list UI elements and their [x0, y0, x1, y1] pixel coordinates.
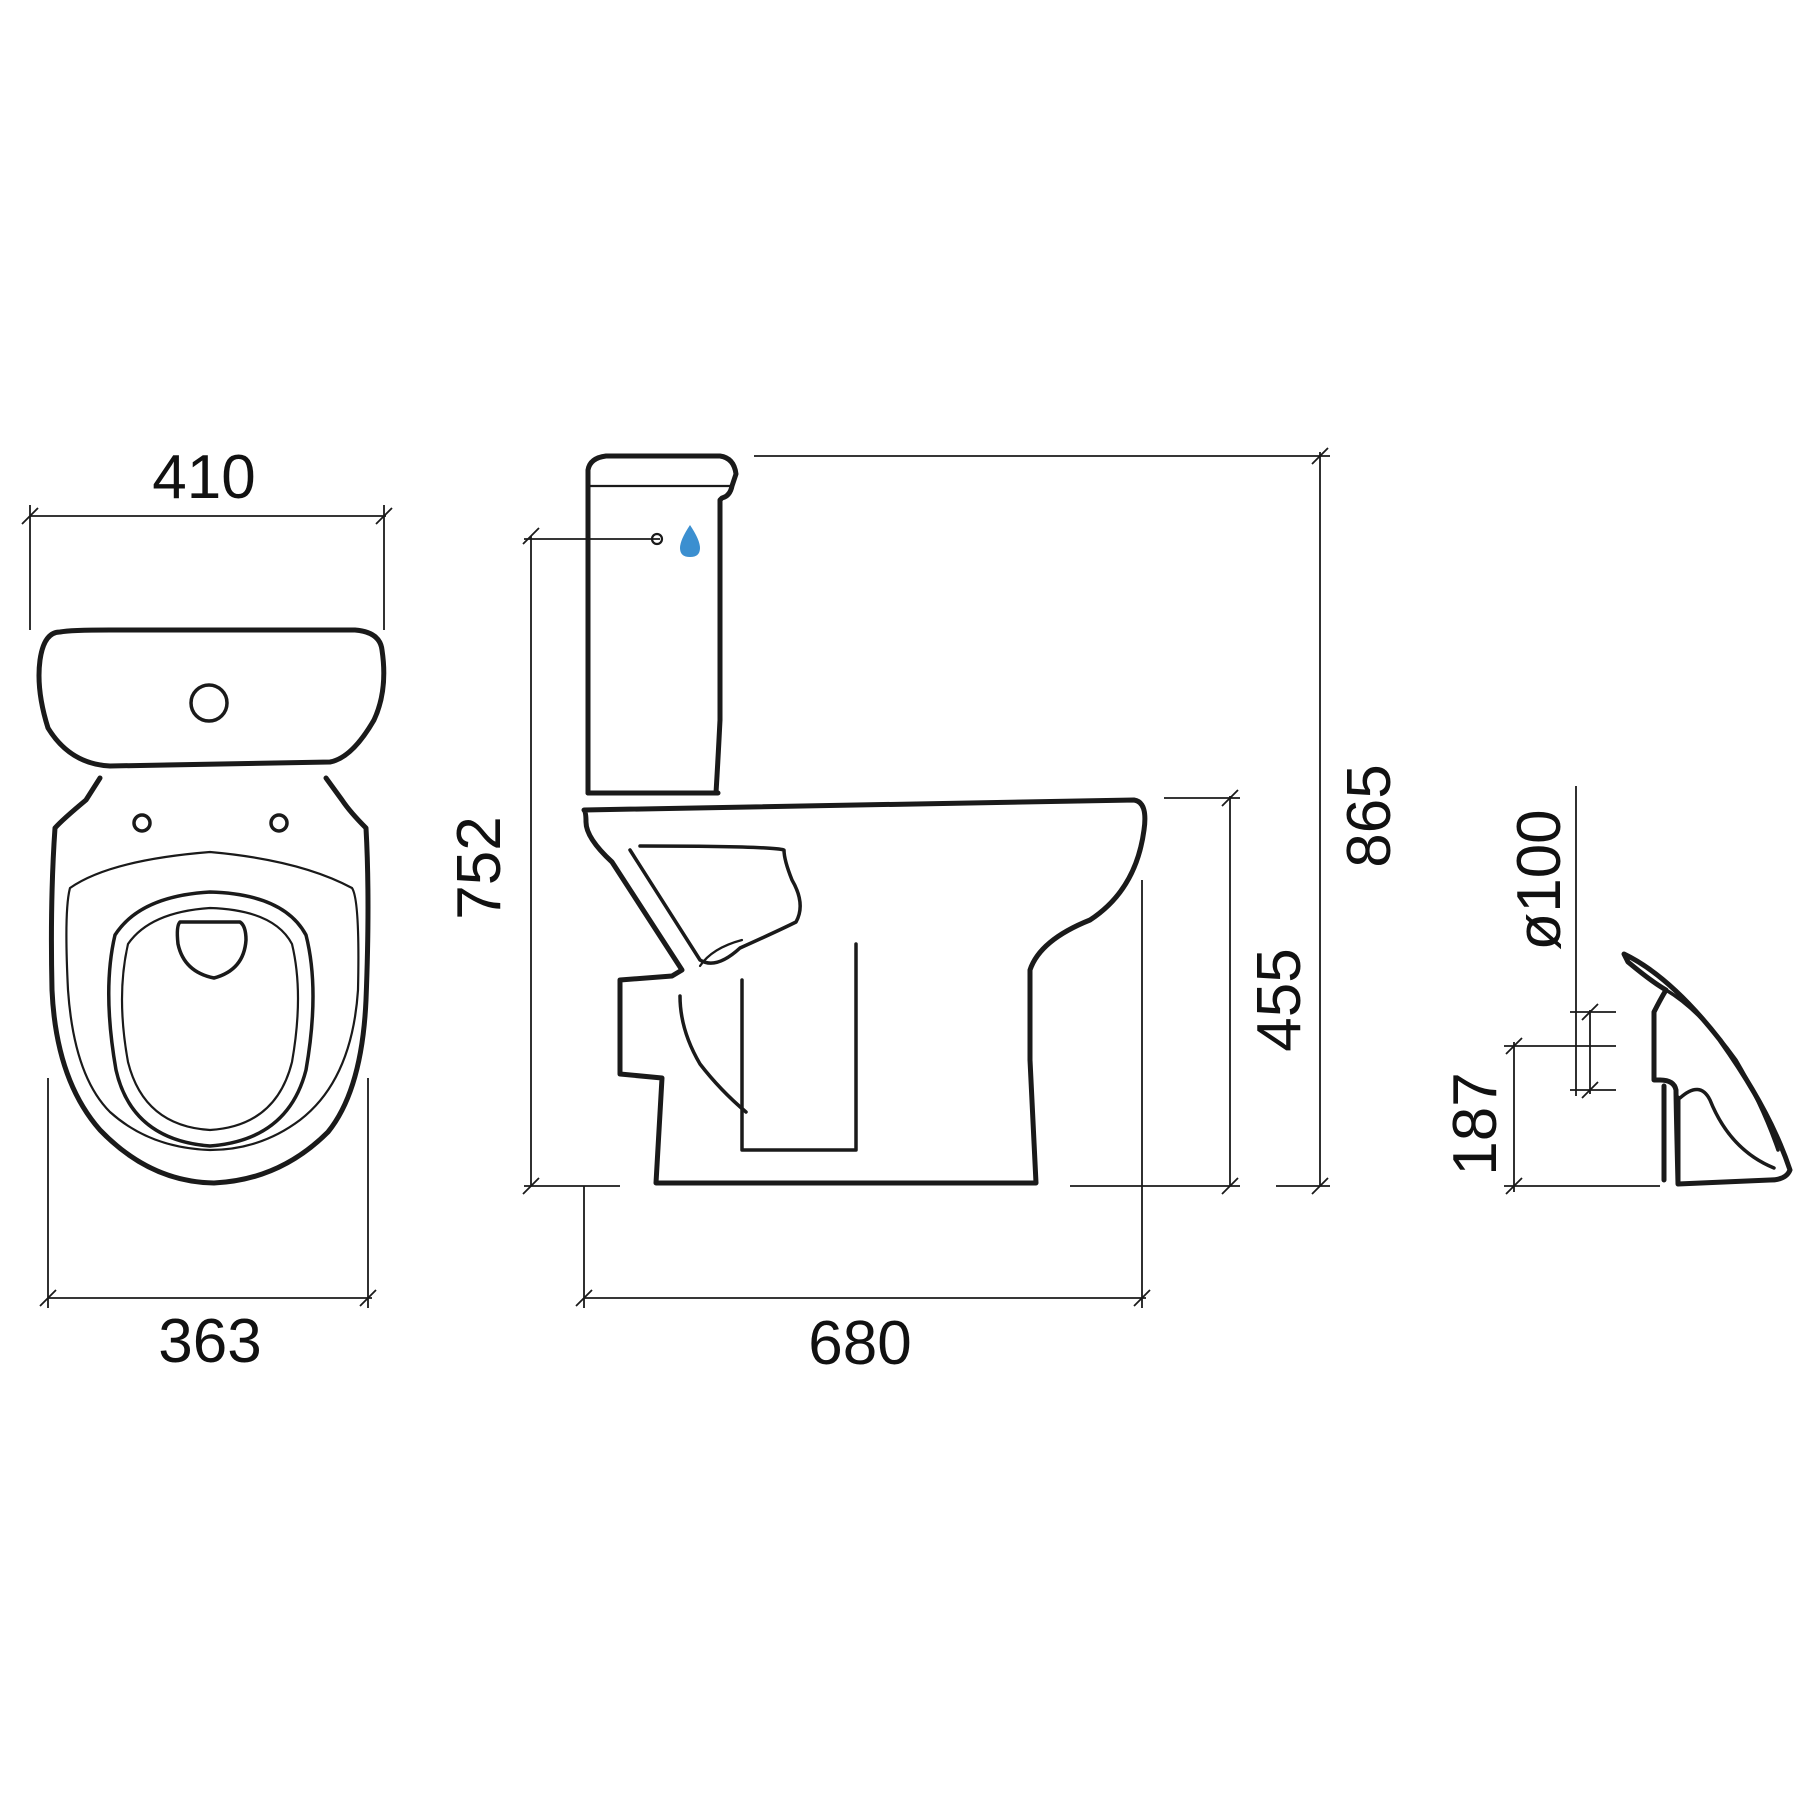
dim-total-height: 865 — [754, 447, 1404, 1195]
dim-length: 680 — [575, 880, 1151, 1378]
side-view-inner-curve — [698, 938, 744, 968]
top-view-seat-innermost — [120, 906, 300, 1132]
hinge-bolt-left — [132, 813, 152, 833]
dim-bottom-width: 363 — [39, 1078, 377, 1376]
dim-top-width: 410 — [21, 443, 393, 630]
top-view-bowl — [48, 775, 371, 1186]
dim-outlet-diameter: ø100 — [1505, 786, 1616, 1099]
side-view — [581, 453, 1148, 1186]
label-680: 680 — [808, 1309, 911, 1378]
tank-flush-hole — [189, 683, 229, 723]
label-363: 363 — [158, 1307, 261, 1376]
side-view-tank — [585, 453, 739, 796]
top-view-seat-inner — [107, 890, 315, 1148]
side-view-trapway — [628, 844, 802, 965]
side-view-bowl — [581, 797, 1148, 1186]
outlet-detail — [1621, 951, 1793, 1187]
top-view-drain — [175, 920, 248, 980]
label-752: 752 — [445, 816, 514, 919]
outlet-detail-body — [1621, 951, 1793, 1187]
dim-seat-height: 455 — [1070, 789, 1314, 1195]
label-diameter-100: ø100 — [1505, 809, 1574, 950]
side-view-outlet-box — [740, 942, 858, 1152]
label-865: 865 — [1335, 764, 1404, 867]
label-410: 410 — [152, 443, 255, 512]
outlet-detail-trap — [1678, 1087, 1776, 1170]
side-view-trap-leg — [678, 994, 748, 1114]
outlet-detail-inner — [1664, 988, 1780, 1152]
hinge-bolt-right — [269, 813, 289, 833]
top-view — [36, 627, 387, 1186]
top-view-seat-rim — [65, 850, 360, 1152]
water-drop-icon — [680, 525, 700, 557]
label-455: 455 — [1245, 948, 1314, 1051]
top-view-tank — [36, 627, 387, 769]
dim-outlet-height: 187 — [1441, 1037, 1660, 1195]
outlet-detail-pipe — [1661, 1083, 1681, 1185]
dim-side-height: 752 — [445, 527, 660, 1195]
label-187: 187 — [1441, 1072, 1510, 1175]
